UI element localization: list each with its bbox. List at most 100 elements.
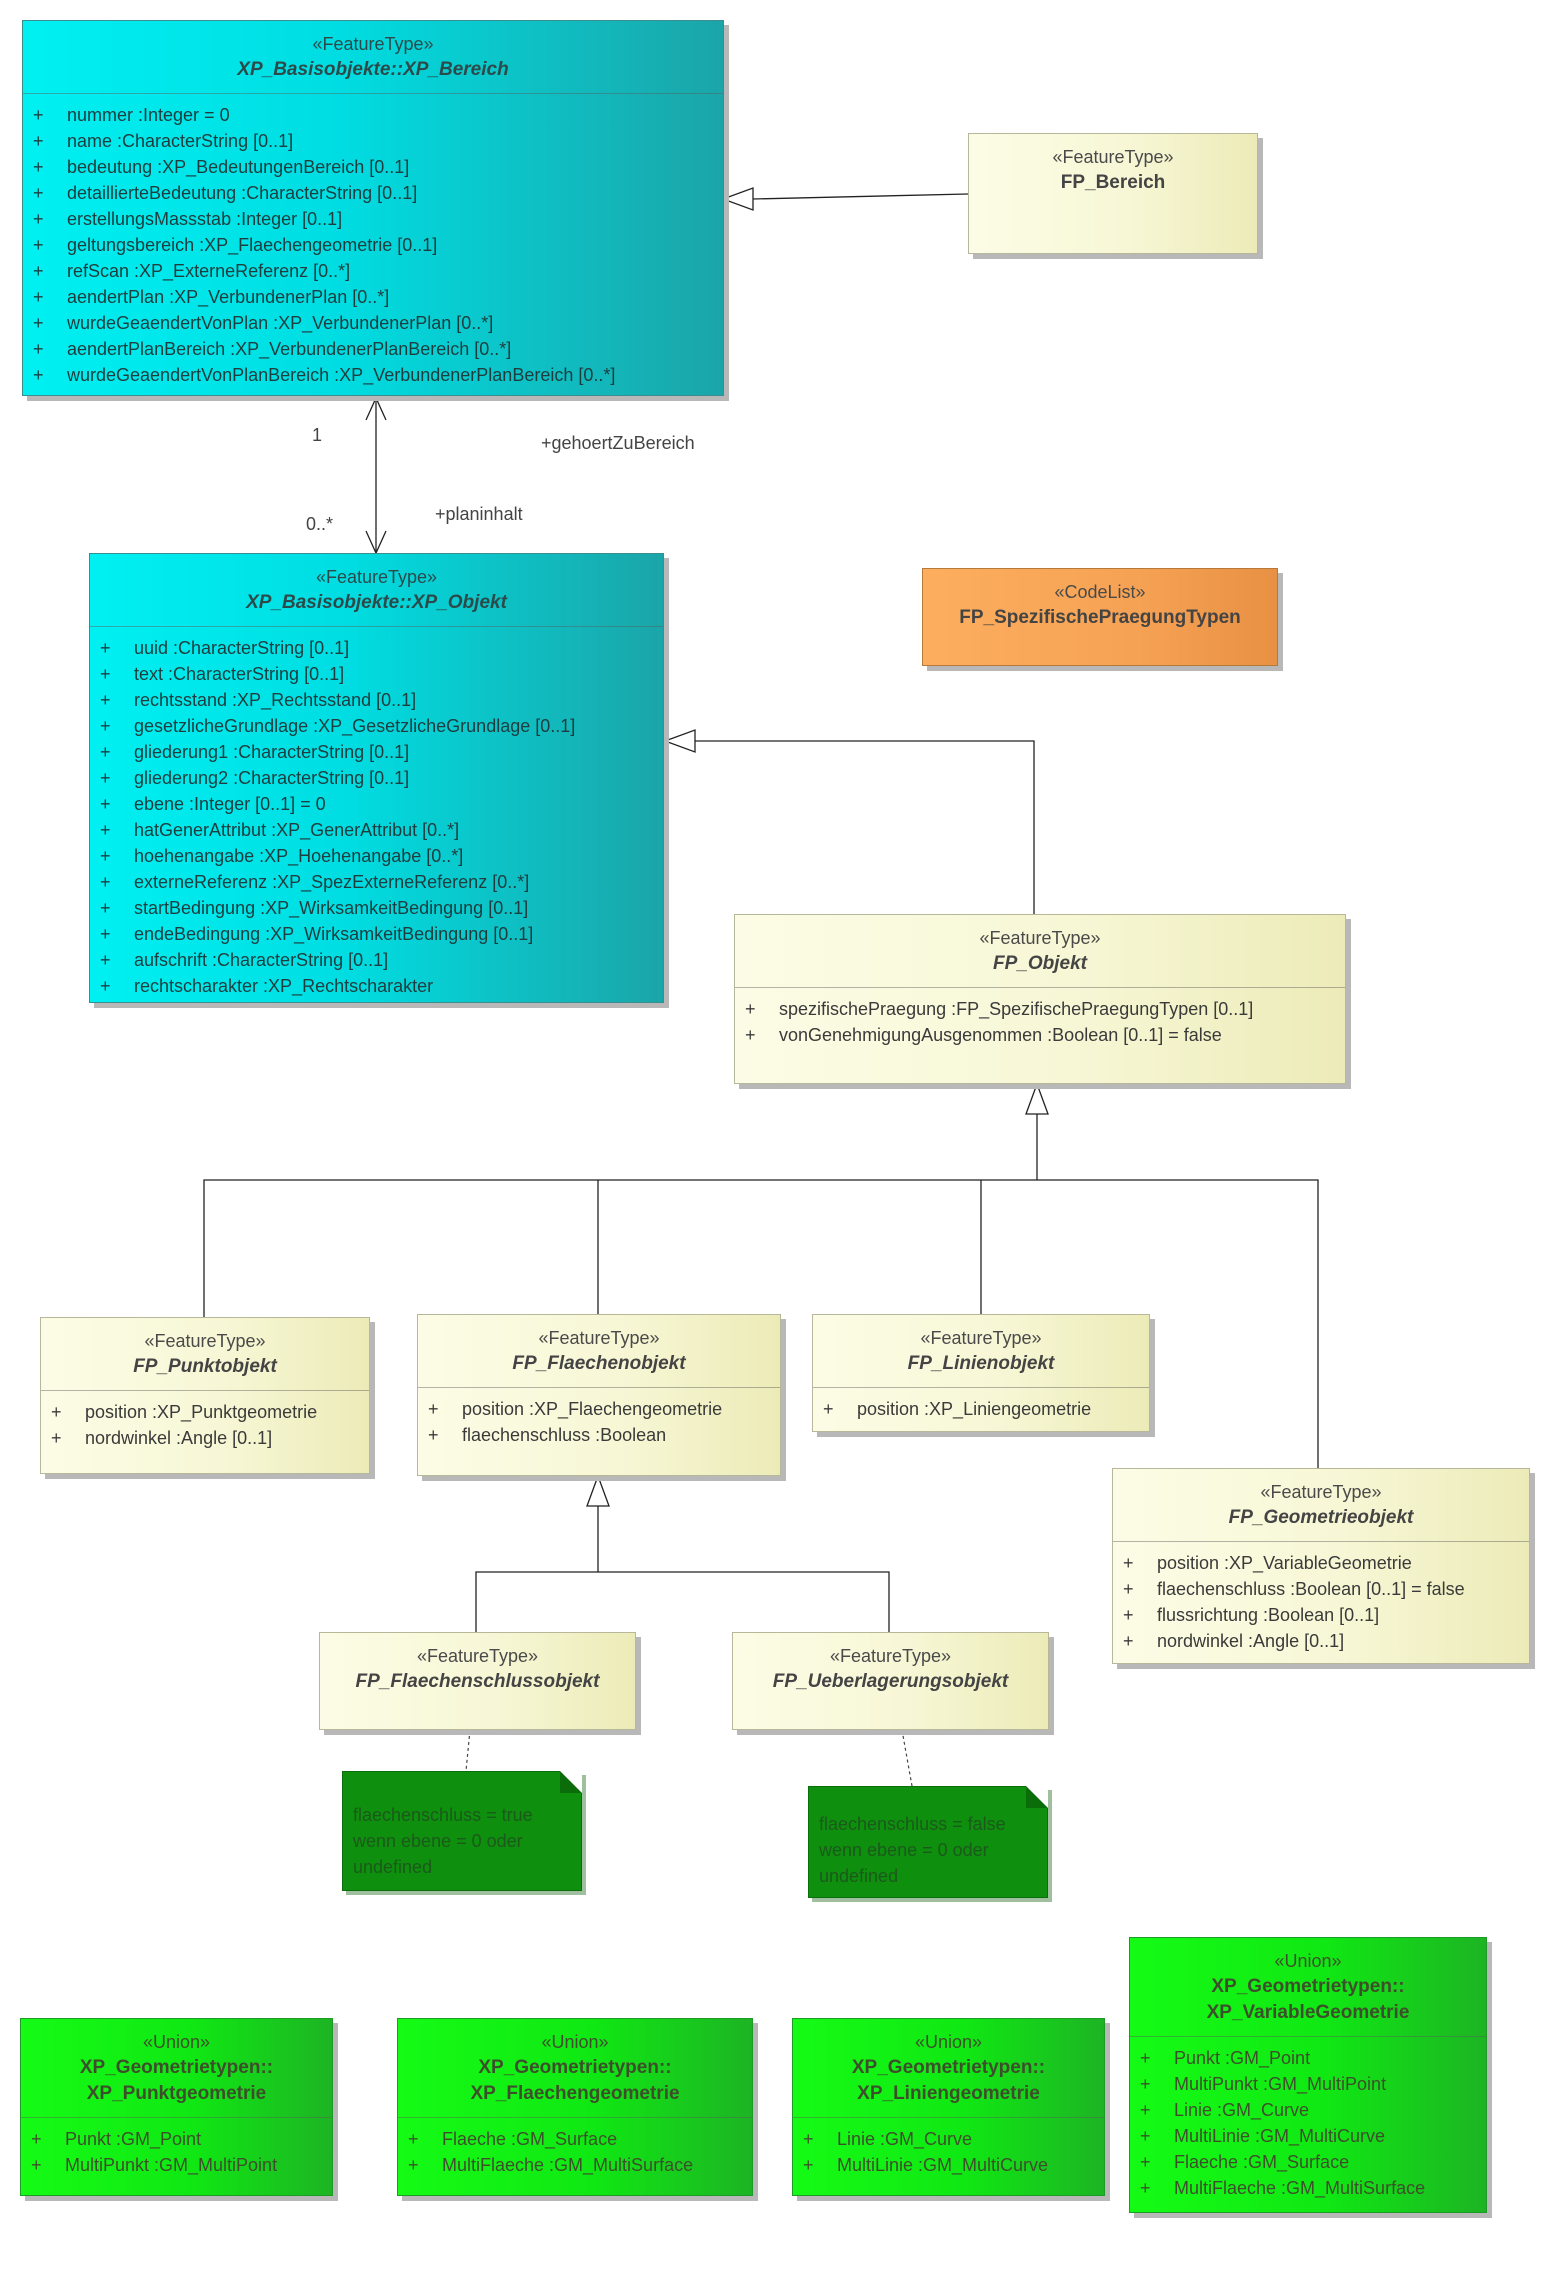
stereotype-label: «FeatureType» (829, 1646, 952, 1666)
stereotype-label: «FeatureType» (538, 1328, 660, 1348)
stereotype-label: «Union» (541, 2032, 609, 2052)
visibility-marker: + (100, 872, 111, 892)
compartment-divider (1130, 2036, 1486, 2037)
attribute-row: +Punkt :GM_Point (21, 2126, 332, 2152)
class-header: «Union» XP_Geometrietypen:: XP_VariableG… (1130, 1938, 1486, 2026)
attribute-row: +aendertPlanBereich :XP_VerbundenerPlanB… (23, 336, 723, 362)
generalization-line (752, 193, 969, 200)
attribute-text: erstellungsMassstab :Integer [0..1] (67, 209, 343, 229)
attribute-text: detaillierteBedeutung :CharacterString [… (67, 183, 418, 203)
attribute-row: +nordwinkel :Angle [0..1] (1113, 1628, 1529, 1654)
attribute-text: position :XP_VariableGeometrie (1157, 1553, 1412, 1573)
class-xp-bereich[interactable]: «FeatureType» XP_Basisobjekte::XP_Bereic… (22, 20, 724, 396)
class-header: «Union» XP_Geometrietypen:: XP_Liniengeo… (793, 2019, 1104, 2107)
visibility-marker: + (745, 1025, 756, 1045)
attribute-row: +name :CharacterString [0..1] (23, 128, 723, 154)
visibility-marker: + (33, 365, 44, 385)
attribute-text: aufschrift :CharacterString [0..1] (134, 950, 389, 970)
class-name: XP_Flaechengeometrie (470, 2083, 680, 2104)
visibility-marker: + (33, 131, 44, 151)
attribute-row: +MultiLinie :GM_MultiCurve (1130, 2123, 1486, 2149)
attribute-text: Punkt :GM_Point (1174, 2048, 1311, 2068)
attribute-text: hoehenangabe :XP_Hoehenangabe [0..*] (134, 846, 464, 866)
visibility-marker: + (51, 1402, 62, 1422)
class-xp-objekt[interactable]: «FeatureType» XP_Basisobjekte::XP_Objekt… (89, 553, 664, 1003)
visibility-marker: + (33, 157, 44, 177)
attribute-row: +nordwinkel :Angle [0..1] (41, 1425, 369, 1451)
attribute-text: geltungsbereich :XP_Flaechengeometrie [0… (67, 235, 438, 255)
class-fp-linienobjekt[interactable]: «FeatureType» FP_Linienobjekt +position … (812, 1314, 1150, 1432)
visibility-marker: + (100, 846, 111, 866)
attribute-list: +nummer :Integer = 0+name :CharacterStri… (23, 102, 723, 388)
attribute-row: +ebene :Integer [0..1] = 0 (90, 791, 663, 817)
stereotype-label: «FeatureType» (416, 1646, 539, 1666)
compartment-divider (735, 987, 1345, 988)
attribute-text: position :XP_Punktgeometrie (85, 1402, 318, 1422)
class-fp-flaechenobjekt[interactable]: «FeatureType» FP_Flaechenobjekt +positio… (417, 1314, 781, 1476)
note-line: wenn ebene = 0 oder (353, 1831, 523, 1851)
class-header: «FeatureType» FP_Linienobjekt (813, 1315, 1149, 1377)
association-arrowhead-top (365, 396, 387, 421)
visibility-marker: + (33, 209, 44, 229)
attribute-row: +flaechenschluss :Boolean (418, 1422, 780, 1448)
class-fp-ueberlagerungsobjekt[interactable]: «FeatureType» FP_Ueberlagerungsobjekt (732, 1632, 1049, 1730)
class-fp-objekt[interactable]: «FeatureType» FP_Objekt +spezifischePrae… (734, 914, 1346, 1084)
generalization-bus (203, 1179, 1319, 1468)
union-xp-punktgeometrie[interactable]: «Union» XP_Geometrietypen:: XP_Punktgeom… (20, 2018, 333, 2196)
attribute-list: +spezifischePraegung :FP_SpezifischePrae… (735, 996, 1345, 1048)
note-anchor-line (901, 1729, 913, 1787)
attribute-list: +position :XP_Flaechengeometrie+flaechen… (418, 1396, 780, 1448)
attribute-row: +gliederung1 :CharacterString [0..1] (90, 739, 663, 765)
attribute-row: +position :XP_Liniengeometrie (813, 1396, 1149, 1422)
visibility-marker: + (1140, 2048, 1151, 2068)
class-header: «FeatureType» FP_Punktobjekt (41, 1318, 369, 1380)
attribute-row: +vonGenehmigungAusgenommen :Boolean [0..… (735, 1022, 1345, 1048)
visibility-marker: + (51, 1428, 62, 1448)
attribute-list: +Punkt :GM_Point+MultiPunkt :GM_MultiPoi… (21, 2126, 332, 2178)
attribute-row: + externeReferenz :XP_SpezExterneReferenz… (90, 869, 663, 895)
attribute-row: +MultiFlaeche :GM_MultiSurface (398, 2152, 752, 2178)
stereotype-label: «CodeList» (1054, 582, 1146, 602)
visibility-marker: + (33, 183, 44, 203)
visibility-marker: + (100, 820, 111, 840)
stereotype-label: «FeatureType» (144, 1331, 266, 1351)
class-header: «FeatureType» XP_Basisobjekte::XP_Objekt (90, 554, 663, 616)
attribute-row: +spezifischePraegung :FP_SpezifischePrae… (735, 996, 1345, 1022)
attribute-text: aendertPlan :XP_VerbundenerPlan [0..*] (67, 287, 390, 307)
attribute-list: +Flaeche :GM_Surface+MultiFlaeche :GM_Mu… (398, 2126, 752, 2178)
visibility-marker: + (1123, 1631, 1134, 1651)
attribute-row: +Flaeche :GM_Surface (1130, 2149, 1486, 2175)
visibility-marker: + (33, 235, 44, 255)
class-fp-bereich[interactable]: «FeatureType» FP_Bereich (968, 133, 1258, 254)
attribute-row: + detaillierteBedeutung :CharacterString … (23, 180, 723, 206)
attribute-row: +MultiPunkt :GM_MultiPoint (21, 2152, 332, 2178)
union-xp-liniengeometrie[interactable]: «Union» XP_Geometrietypen:: XP_Liniengeo… (792, 2018, 1105, 2196)
visibility-marker: + (1123, 1605, 1134, 1625)
class-fp-punktobjekt[interactable]: «FeatureType» FP_Punktobjekt + position :… (40, 1317, 370, 1474)
union-xp-variablegeometrie[interactable]: «Union» XP_Geometrietypen:: XP_VariableG… (1129, 1937, 1487, 2213)
visibility-marker: + (823, 1399, 834, 1419)
visibility-marker: + (33, 105, 44, 125)
attribute-list: +position :XP_VariableGeometrie+flaechen… (1113, 1550, 1529, 1654)
note-fold (560, 1771, 582, 1793)
class-name: FP_Flaechenschlussobjekt (355, 1671, 600, 1692)
attribute-text: bedeutung :XP_BedeutungenBereich [0..1] (67, 157, 410, 177)
class-header: «FeatureType» XP_Basisobjekte::XP_Bereic… (23, 21, 723, 83)
class-header: «Union» XP_Geometrietypen:: XP_Punktgeom… (21, 2019, 332, 2107)
visibility-marker: + (100, 638, 111, 658)
codelist-fp-spezifischepraegungtypen[interactable]: «CodeList» FP_SpezifischePraegungTypen (922, 568, 1278, 666)
class-fp-flaechenschlussobjekt[interactable]: «FeatureType» FP_Flaechenschlussobjekt (319, 1632, 636, 1730)
attribute-text: externeReferenz :XP_SpezExterneReferenz … (134, 872, 530, 892)
attribute-row: +MultiLinie :GM_MultiCurve (793, 2152, 1104, 2178)
union-xp-flaechengeometrie[interactable]: «Union» XP_Geometrietypen:: XP_Flaecheng… (397, 2018, 753, 2196)
class-name: FP_Punktobjekt (133, 1356, 277, 1377)
class-fp-geometrieobjekt[interactable]: «FeatureType» FP_Geometrieobjekt +positi… (1112, 1468, 1530, 1664)
attribute-text: rechtscharakter :XP_Rechtscharakter (134, 976, 434, 996)
attribute-text: MultiFlaeche :GM_MultiSurface (1174, 2178, 1426, 2198)
class-name: XP_Liniengeometrie (857, 2083, 1040, 2104)
attribute-row: +MultiFlaeche :GM_MultiSurface (1130, 2175, 1486, 2201)
visibility-marker: + (745, 999, 756, 1019)
attribute-list: +Linie :GM_Curve+MultiLinie :GM_MultiCur… (793, 2126, 1104, 2178)
